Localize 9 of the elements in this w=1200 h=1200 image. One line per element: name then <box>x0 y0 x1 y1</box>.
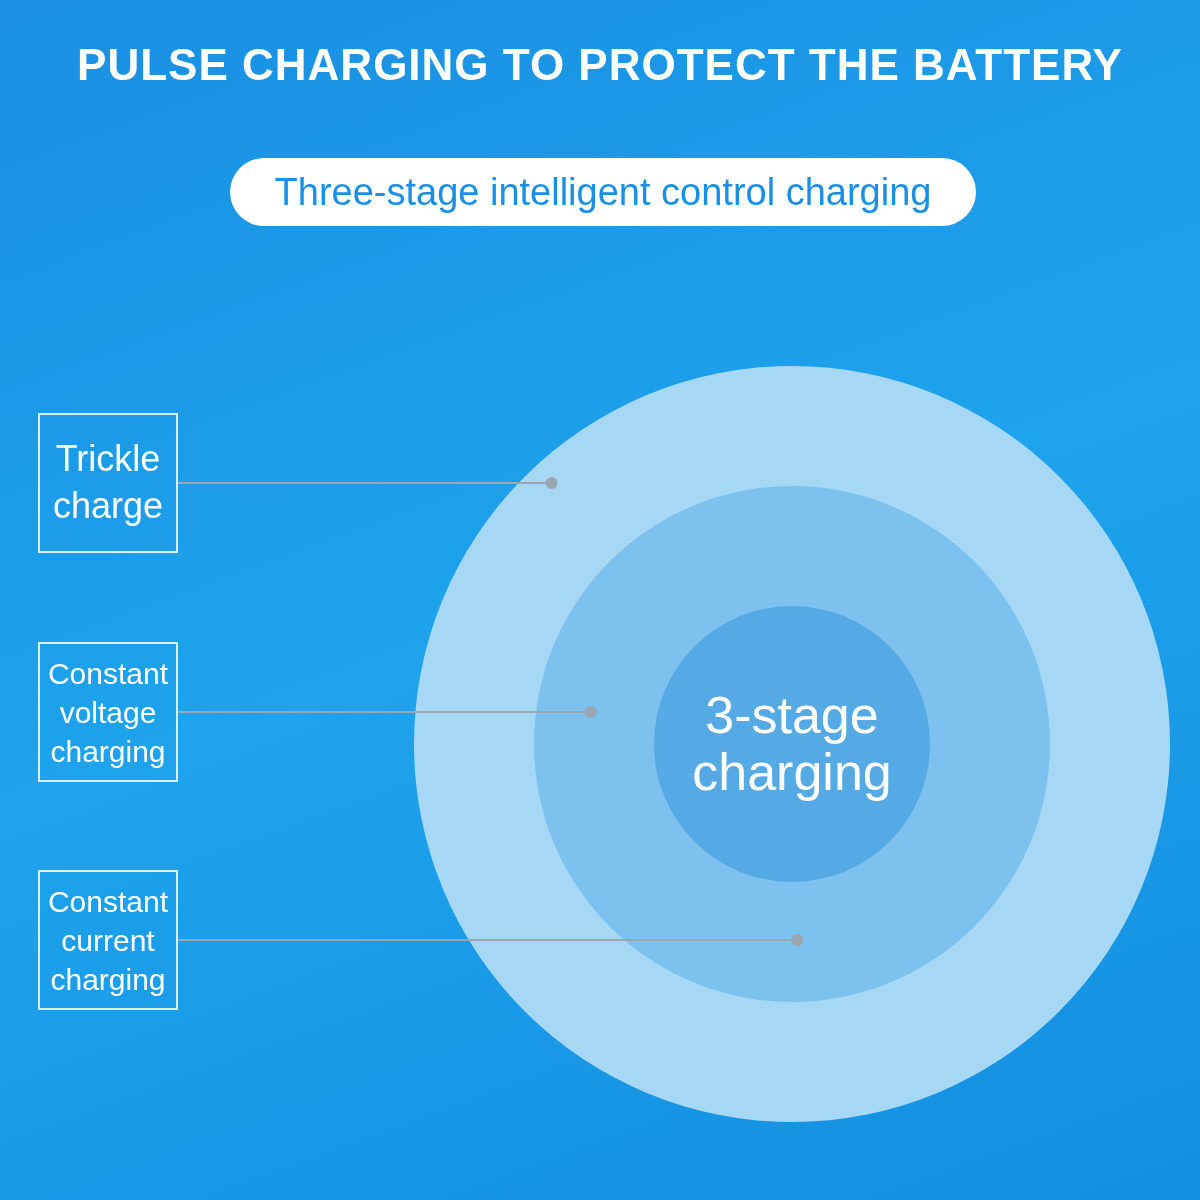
leader-line <box>177 477 558 489</box>
leader-line <box>177 706 597 718</box>
page-title: PULSE CHARGING TO PROTECT THE BATTERY <box>76 40 1124 90</box>
leader-line <box>177 934 804 946</box>
center-circle: 3-stage charging <box>654 606 930 882</box>
stage-label: Constant current charging <box>38 870 178 1010</box>
stage-label: Constant voltage charging <box>38 642 178 782</box>
subtitle-banner: Three-stage intelligent control charging <box>230 158 976 226</box>
stage-label: Trickle charge <box>38 413 178 553</box>
